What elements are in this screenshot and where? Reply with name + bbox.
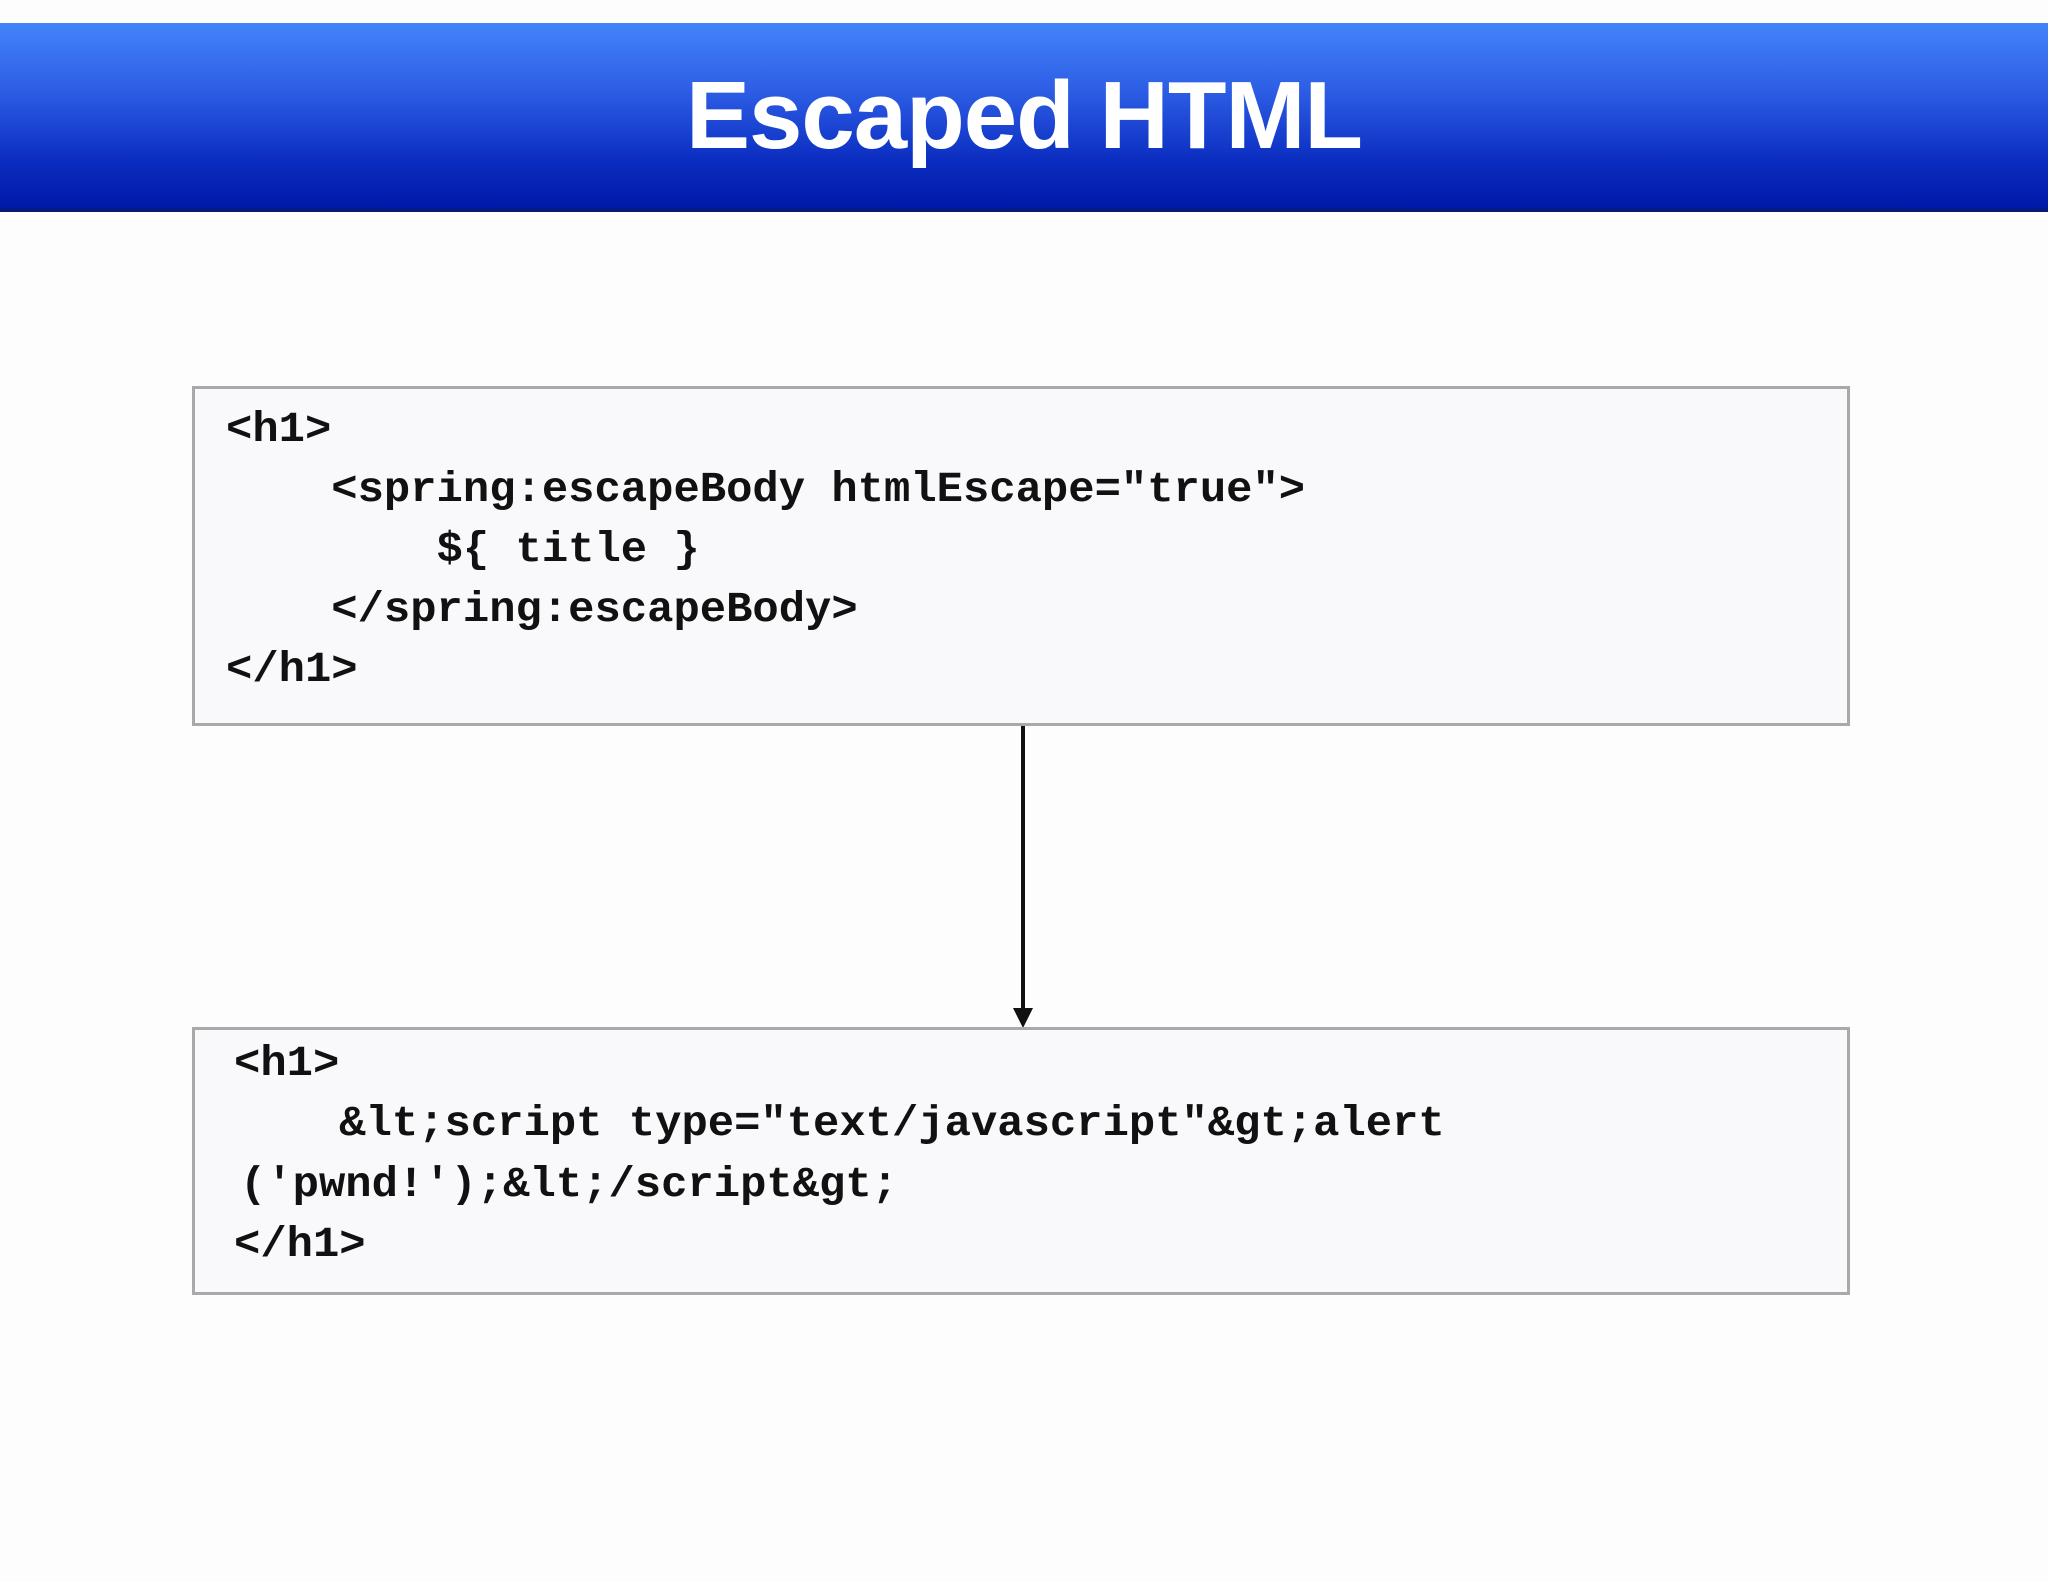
code-line: </spring:escapeBody> (226, 585, 858, 634)
arrowhead-icon (1013, 1008, 1033, 1028)
source-code-box (192, 386, 1850, 726)
code-line: <h1> (226, 405, 332, 454)
code-line: &lt;script type="text/javascript"&gt;ale… (234, 1099, 1445, 1148)
slide-title: Escaped HTML (685, 62, 1363, 169)
code-line: <h1> (234, 1039, 340, 1088)
code-line: </h1> (234, 1220, 366, 1269)
code-line: </h1> (226, 645, 358, 694)
arrow-down-icon (1021, 726, 1025, 1011)
slide-header: Escaped HTML (0, 23, 2048, 212)
code-line: ${ title } (226, 525, 700, 574)
code-line: ('pwnd!');&lt;/script&gt; (240, 1160, 899, 1209)
code-line: <spring:escapeBody htmlEscape="true"> (226, 465, 1306, 514)
output-code-box (192, 1027, 1850, 1295)
